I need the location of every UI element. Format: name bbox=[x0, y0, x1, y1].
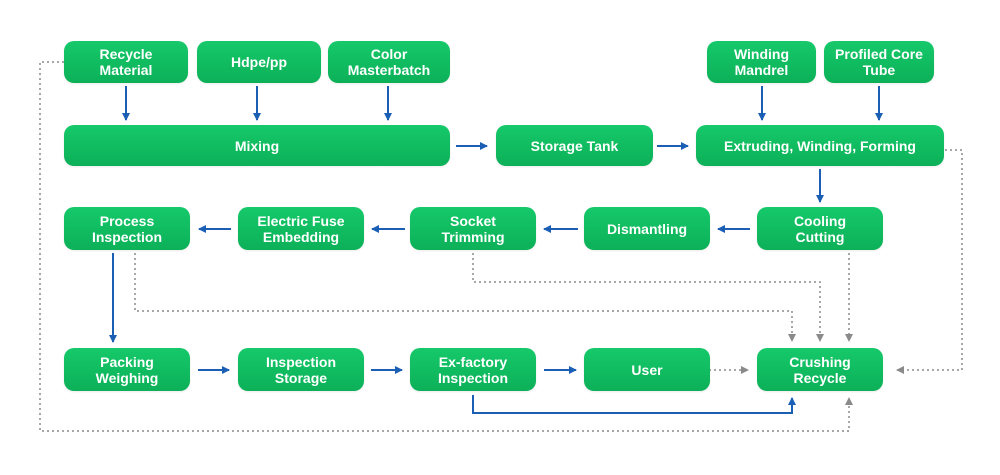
node-ex-factory-inspection: Ex-factory Inspection bbox=[410, 348, 536, 391]
node-label: Hdpe/pp bbox=[231, 54, 287, 70]
edge-exfactory-to-crushing bbox=[472, 395, 796, 414]
node-label: Process Inspection bbox=[91, 212, 162, 245]
node-label: Ex-factory Inspection bbox=[437, 353, 508, 386]
node-label: Winding Mandrel bbox=[733, 46, 790, 78]
node-winding-mandrel: Winding Mandrel bbox=[707, 41, 816, 83]
node-label: Color Masterbatch bbox=[347, 46, 431, 78]
node-cooling-cutting: Cooling Cutting bbox=[757, 207, 883, 250]
node-packing-weighing: Packing Weighing bbox=[64, 348, 190, 391]
node-process-inspection: Process Inspection bbox=[64, 207, 190, 250]
node-crushing-recycle: Crushing Recycle bbox=[757, 348, 883, 391]
dotted-recycle-loop bbox=[39, 61, 853, 432]
node-label: Profiled Core Tube bbox=[835, 46, 923, 78]
node-label: Recycle Material bbox=[99, 46, 153, 78]
node-dismantling: Dismantling bbox=[584, 207, 710, 250]
node-label: Socket Trimming bbox=[441, 212, 505, 245]
node-mixing: Mixing bbox=[64, 125, 450, 166]
node-label: User bbox=[631, 361, 663, 378]
node-extruding-winding-forming: Extruding, Winding, Forming bbox=[696, 125, 944, 166]
node-label: Mixing bbox=[234, 137, 280, 154]
node-user: User bbox=[584, 348, 710, 391]
node-label: Cooling Cutting bbox=[793, 212, 847, 245]
node-profiled-core-tube: Profiled Core Tube bbox=[824, 41, 934, 83]
node-hdpe-pp: Hdpe/pp bbox=[197, 41, 321, 83]
dotted-inspection-to-crushing bbox=[134, 253, 796, 342]
node-socket-trimming: Socket Trimming bbox=[410, 207, 536, 250]
dotted-extruding-to-crushing bbox=[896, 149, 963, 374]
node-label: Extruding, Winding, Forming bbox=[724, 137, 916, 154]
node-label: Dismantling bbox=[606, 220, 688, 237]
dotted-socket-to-crushing bbox=[472, 253, 824, 342]
node-recycle-material: Recycle Material bbox=[64, 41, 188, 83]
node-electric-fuse-embedding: Electric Fuse Embedding bbox=[238, 207, 364, 250]
node-label: Electric Fuse Embedding bbox=[257, 212, 345, 245]
node-color-masterbatch: Color Masterbatch bbox=[328, 41, 450, 83]
node-label: Packing Weighing bbox=[95, 353, 159, 386]
node-label: Inspection Storage bbox=[265, 353, 336, 386]
node-storage-tank: Storage Tank bbox=[496, 125, 653, 166]
node-inspection-storage: Inspection Storage bbox=[238, 348, 364, 391]
node-label: Crushing Recycle bbox=[789, 353, 851, 386]
node-label: Storage Tank bbox=[530, 137, 619, 154]
